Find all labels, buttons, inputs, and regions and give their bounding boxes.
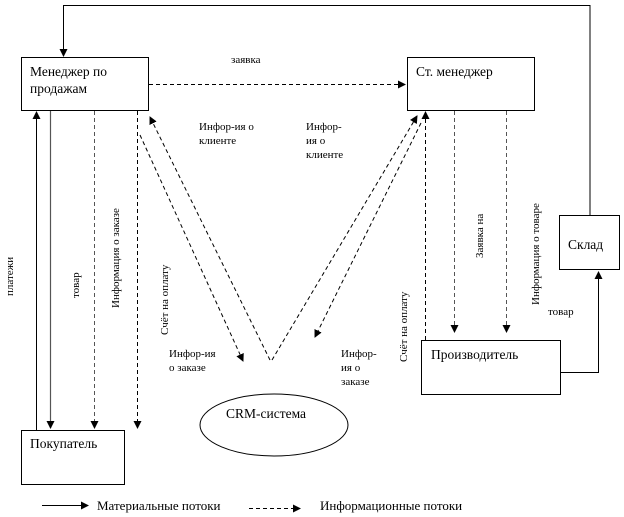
- manufacturer-label: Производитель: [431, 347, 519, 362]
- order-info-left-line-2: о заказе: [169, 362, 206, 374]
- crm-ellipse: [199, 393, 349, 457]
- senior-manager-box: [407, 57, 535, 111]
- client-info-right-label: Инфор- ия о клиенте: [306, 120, 343, 162]
- order-info-vertical-label: Информация о заказе: [110, 208, 122, 308]
- crm-label: CRM-система: [226, 406, 307, 421]
- crm-to-sales-manager-arrow: [149, 116, 271, 361]
- buyer-box: [21, 430, 125, 485]
- client-info-right-line-2: ия о: [306, 135, 326, 147]
- sales-manager-to-crm-arrow: [139, 134, 244, 362]
- request-label: заявка: [231, 54, 261, 66]
- product-info-label: Информация о товаре: [530, 203, 542, 305]
- buyer-label: Покупатель: [30, 436, 98, 451]
- warehouse-box: [559, 215, 620, 270]
- order-info-left-line-1: Инфор-ия: [169, 348, 216, 360]
- order-info-right-label: Инфор- ия о заказе: [341, 347, 377, 389]
- order-info-right-line-1: Инфор-: [341, 348, 377, 360]
- sales-manager-label: Менеджер по продажам: [30, 64, 107, 96]
- senior-manager-label: Ст. менеджер: [416, 64, 493, 79]
- legend-information-label: Информационные потоки: [320, 498, 463, 513]
- request-for-label: Заявка на: [474, 213, 486, 258]
- sales-manager-box: [21, 57, 149, 111]
- order-info-right-line-3: заказе: [341, 376, 370, 388]
- warehouse-to-sales-manager-line: [59, 5, 591, 215]
- client-info-right-line-3: клиенте: [306, 149, 344, 161]
- goods-right-label: товар: [548, 306, 574, 318]
- goods-arrow-right: [561, 271, 603, 373]
- payments-label: платежи: [4, 256, 16, 296]
- client-info-left-label: Инфор-ия о клиенте: [199, 121, 254, 147]
- order-info-right-line-2: ия о: [341, 362, 361, 374]
- goods-left-label: товар: [70, 272, 82, 298]
- order-info-left-label: Инфор-ия о заказе: [169, 347, 216, 375]
- invoice-left-label: Счёт на оплату: [159, 264, 171, 335]
- invoice-right-label: Счёт на оплату: [398, 291, 410, 362]
- crm-to-senior-manager-arrow: [271, 115, 418, 361]
- client-info-right-line-1: Инфор-: [306, 121, 342, 133]
- senior-manager-to-crm-arrow: [314, 122, 422, 338]
- legend-material-label: Материальные потоки: [97, 498, 221, 513]
- manufacturer-box: [421, 340, 561, 395]
- warehouse-label: Склад: [568, 237, 604, 252]
